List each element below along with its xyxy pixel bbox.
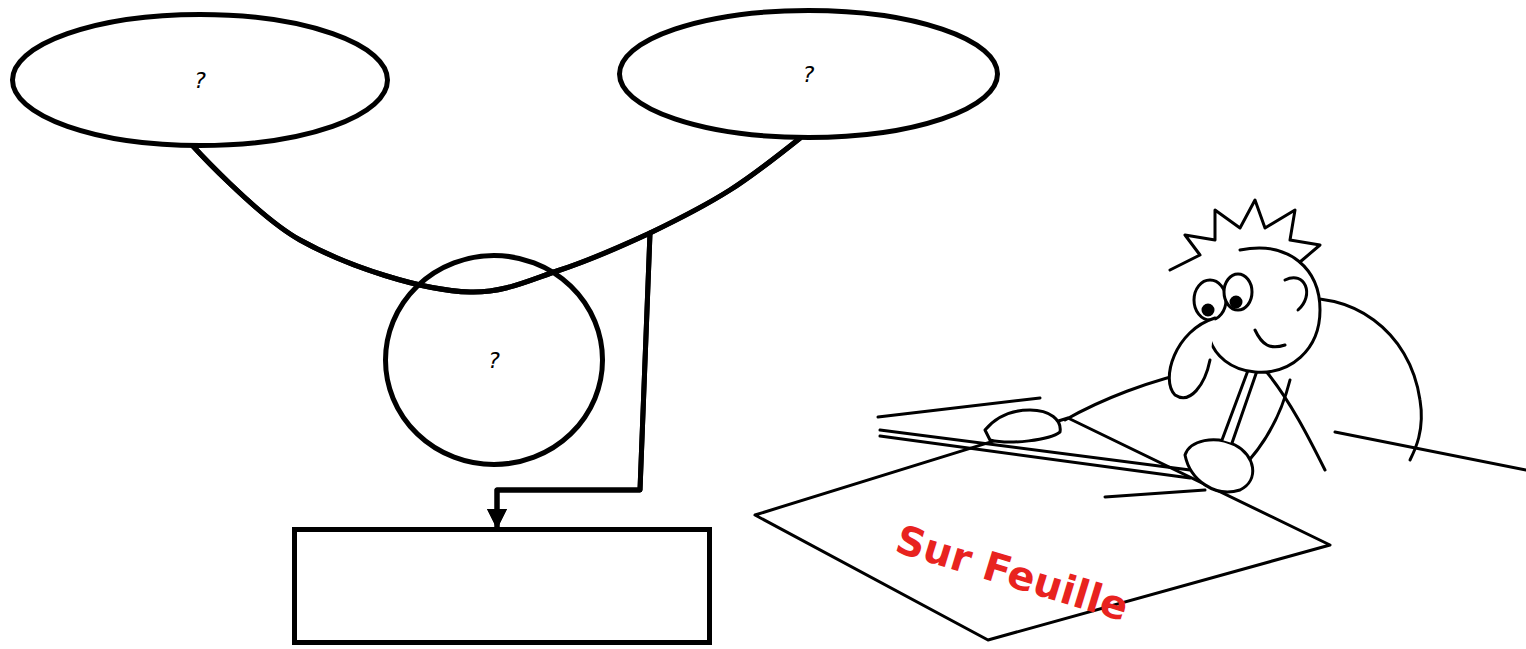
figure-pupil [1231, 297, 1241, 307]
connector-line [192, 145, 650, 527]
table-line [1105, 490, 1205, 497]
figure-pupil [1203, 305, 1213, 315]
ruler [880, 436, 1190, 478]
input-ellipse: ? [10, 12, 390, 148]
ruler [880, 430, 1190, 470]
process-circle: ? [383, 253, 605, 467]
output-box [292, 527, 712, 645]
connector-line [497, 137, 801, 527]
ellipse-shape [386, 256, 603, 465]
figure-hair [1170, 200, 1320, 270]
pencil [1222, 365, 1258, 443]
ellipse-shape [620, 11, 998, 138]
figure-ear [1285, 278, 1307, 310]
ellipse-shape [13, 15, 388, 146]
connector-line [192, 137, 800, 292]
paper-sheet [755, 418, 1330, 640]
node-label: ? [488, 348, 500, 373]
figure-hand [985, 410, 1060, 442]
node-label: ? [803, 62, 815, 87]
figure-nose [1169, 318, 1215, 398]
input-ellipse: ? [617, 8, 1000, 140]
table-line [1335, 432, 1526, 470]
figure-hand [1185, 440, 1253, 492]
figure-mouth [1255, 330, 1285, 347]
figure-eye [1224, 274, 1252, 310]
figure-head [1210, 248, 1320, 372]
figure-eye [1194, 280, 1226, 320]
node-label: ? [194, 68, 206, 93]
